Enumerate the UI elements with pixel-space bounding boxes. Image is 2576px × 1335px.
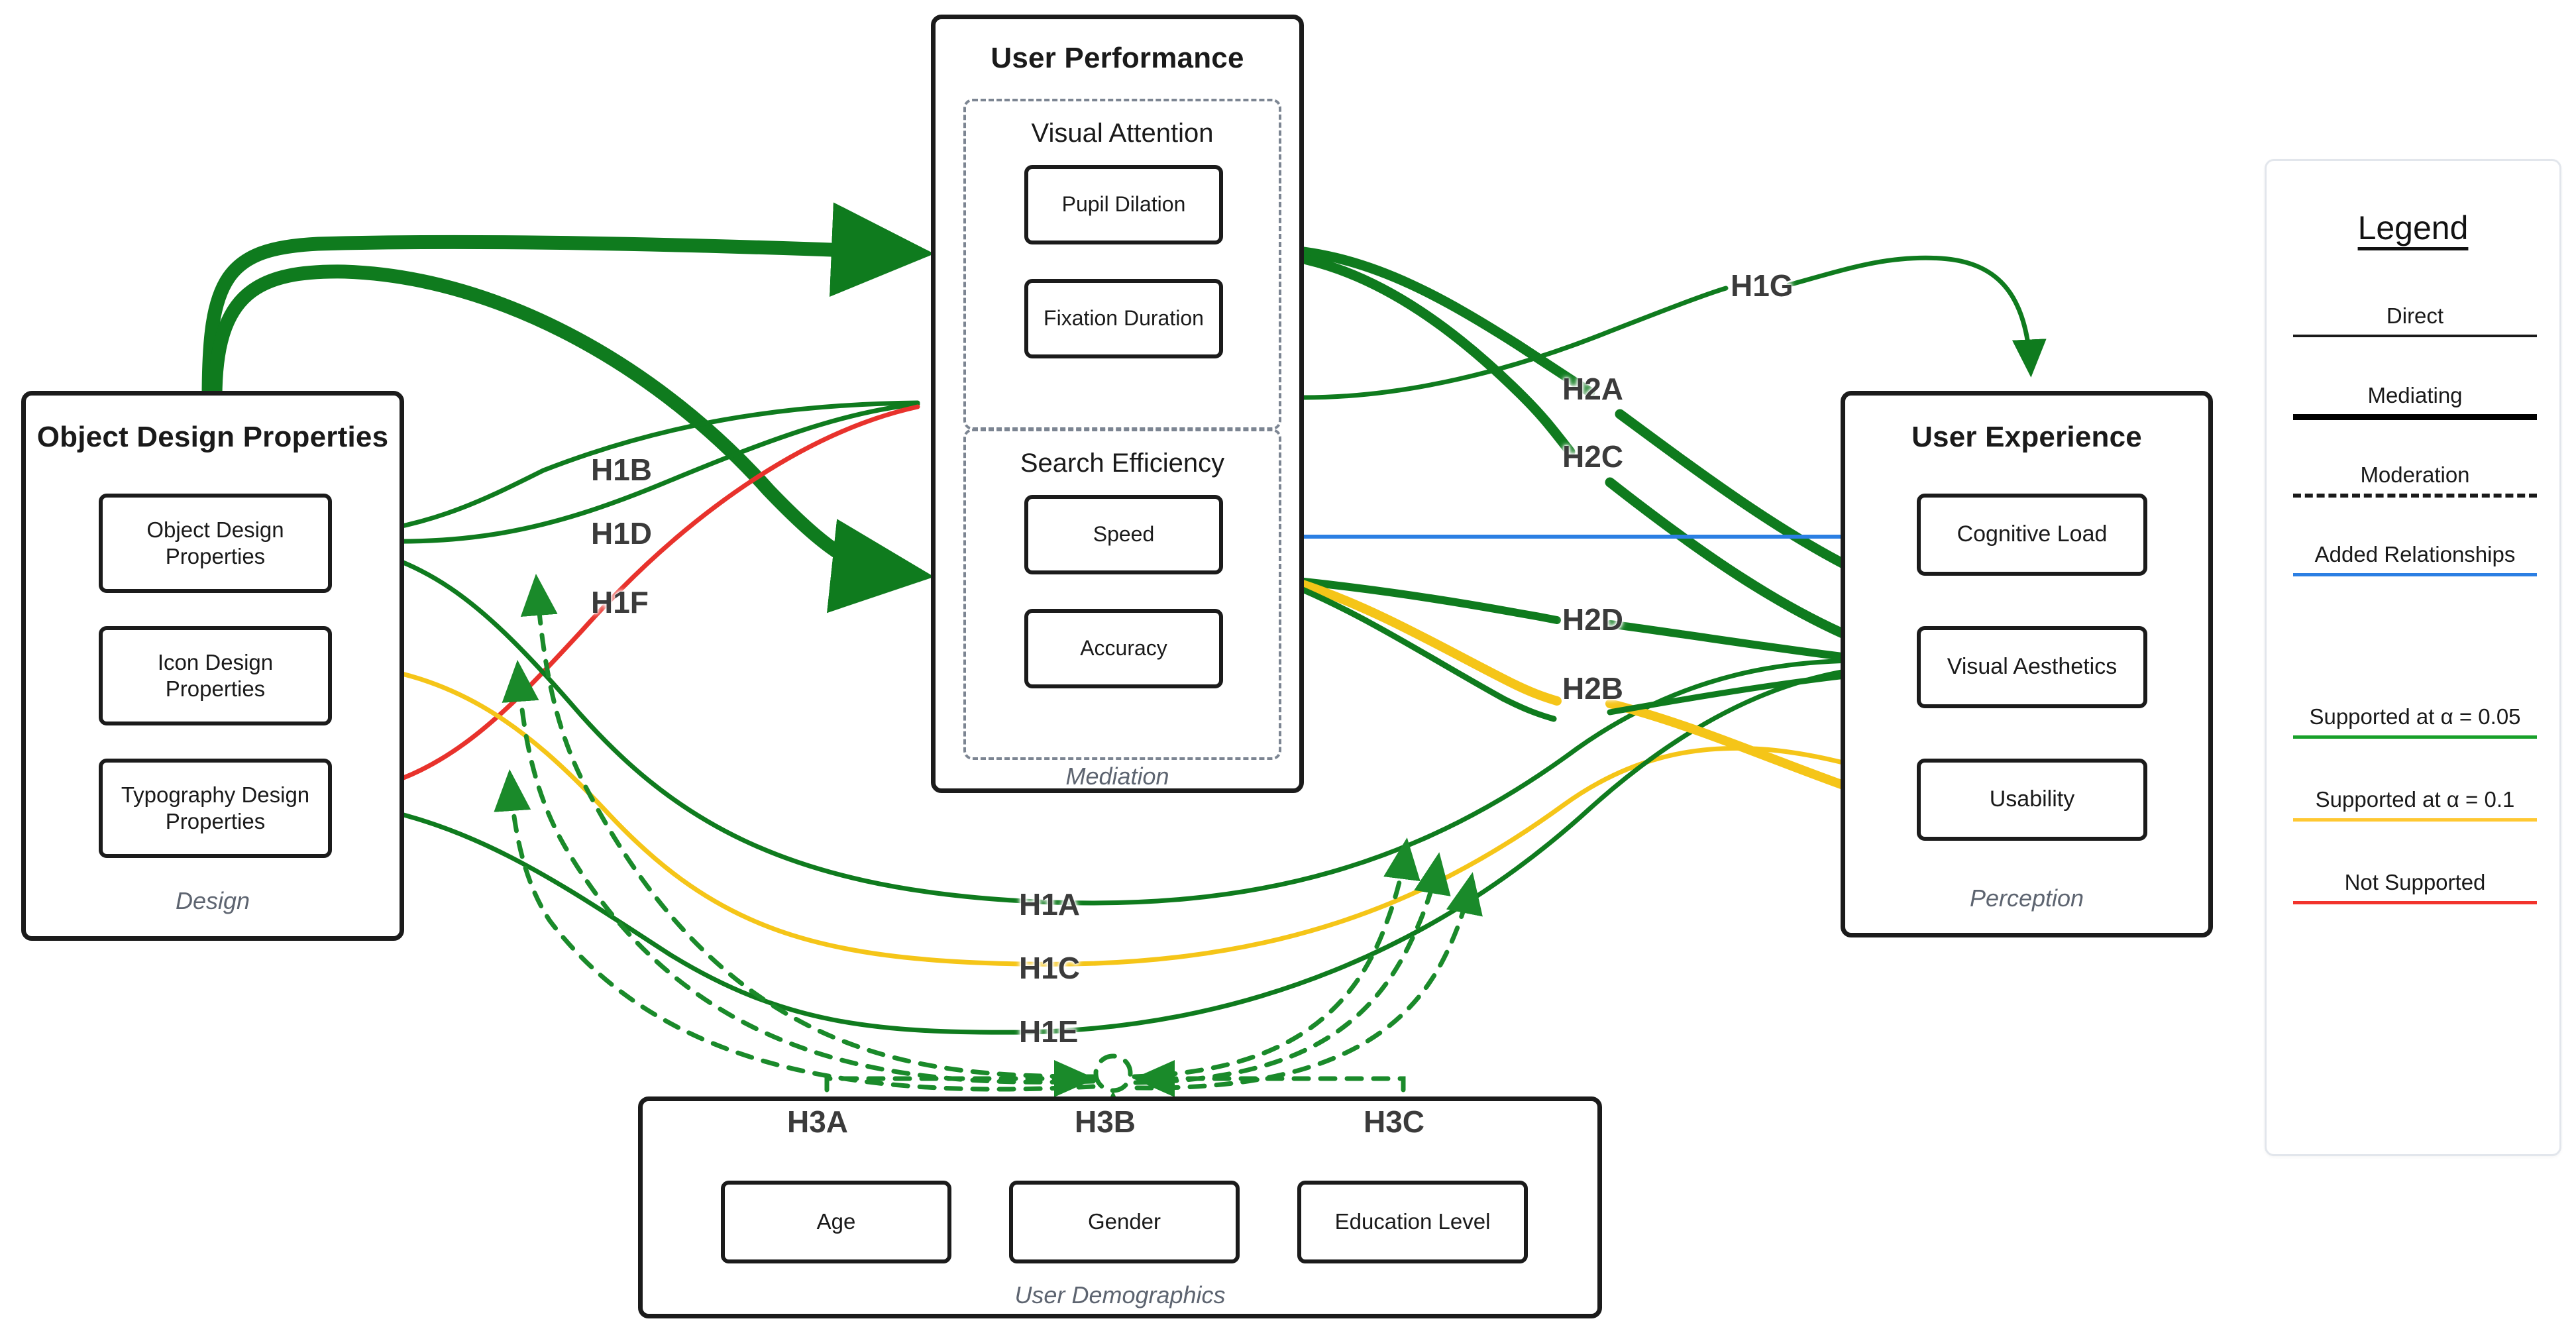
legend-swatch-added: [2293, 573, 2537, 576]
legend-item-not-supported: Not Supported: [2293, 870, 2537, 904]
node-accuracy[interactable]: Accuracy: [1024, 609, 1223, 688]
legend-item-label: Supported at α = 0.1: [2315, 787, 2515, 812]
hypothesis-label-h3a: H3A: [787, 1104, 849, 1139]
legend-title: Legend: [2357, 209, 2469, 246]
node-gender[interactable]: Gender: [1009, 1181, 1240, 1263]
hypothesis-label-h1b: H1B: [591, 453, 653, 487]
legend-item-supported-01: Supported at α = 0.1: [2293, 787, 2537, 822]
legend-panel: Legend Direct Mediating Moderation Added…: [2265, 159, 2561, 1156]
edge-mediating-design-to-visual-attention: [201, 202, 935, 405]
subgroup-visual-attention: Visual Attention Pupil Dilation Fixation…: [963, 99, 1281, 430]
node-label: Fixation Duration: [1044, 306, 1204, 331]
edge-moderation-left-3: [494, 769, 1096, 1092]
node-fixation-duration[interactable]: Fixation Duration: [1024, 279, 1223, 358]
node-cognitive-load[interactable]: Cognitive Load: [1917, 494, 2147, 576]
node-label: Visual Aesthetics: [1947, 654, 2118, 680]
node-visual-aesthetics[interactable]: Visual Aesthetics: [1917, 626, 2147, 708]
group-performance-title: User Performance: [991, 42, 1244, 74]
edge-moderation-right-2: [1133, 852, 1451, 1085]
group-experience-title: User Experience: [1911, 421, 2142, 453]
node-pupil-dilation[interactable]: Pupil Dilation: [1024, 165, 1223, 244]
node-label: Cognitive Load: [1957, 521, 2108, 547]
node-label: Pupil Dilation: [1061, 192, 1186, 217]
moderation-hub: [1093, 1053, 1133, 1093]
edge-h2a-head: [1299, 246, 1595, 398]
hypothesis-label-h1e: H1E: [1019, 1014, 1079, 1049]
node-label: Speed: [1093, 522, 1155, 547]
hypothesis-label-h1c: H1C: [1019, 951, 1081, 985]
node-label: Education Level: [1334, 1209, 1491, 1234]
node-label: Gender: [1087, 1209, 1161, 1234]
legend-item-moderation: Moderation: [2293, 462, 2537, 498]
hypothesis-label-h2d: H2D: [1562, 602, 1624, 637]
edge-h2c-head: [1301, 254, 1576, 457]
legend-item-label: Direct: [2386, 303, 2444, 328]
hypothesis-label-h1a: H1A: [1019, 887, 1081, 922]
node-education-level[interactable]: Education Level: [1297, 1181, 1528, 1263]
legend-swatch-moderation: [2293, 494, 2537, 498]
subgroup-search-efficiency-title: Search Efficiency: [1020, 449, 1225, 478]
legend-swatch-direct: [2293, 335, 2537, 337]
legend-item-supported-005: Supported at α = 0.05: [2293, 704, 2537, 739]
legend-item-label: Added Relationships: [2314, 542, 2516, 566]
edge-h1g-head: [1301, 286, 1729, 400]
edge-moderation-right-1: [1132, 837, 1421, 1079]
group-performance-subtitle: Mediation: [1065, 763, 1169, 790]
group-user-performance: User Performance Visual Attention Pupil …: [931, 15, 1304, 793]
hypothesis-label-h2a: H2A: [1562, 372, 1624, 406]
node-label: Usability: [1989, 786, 2075, 812]
edge-h2b-head: [1298, 580, 1562, 706]
legend-item-label: Mediating: [2367, 383, 2463, 407]
group-design-title: Object Design Properties: [36, 421, 389, 453]
edge-h2b-green-head: [1299, 586, 1557, 722]
node-usability[interactable]: Usability: [1917, 759, 2147, 841]
group-user-experience: User Experience Cognitive Load Visual Ae…: [1841, 391, 2213, 937]
hypothesis-label-h1f: H1F: [591, 585, 649, 619]
edge-h2d-head: [1300, 578, 1561, 624]
hypothesis-label-h1d: H1D: [591, 516, 653, 551]
edge-h1g-tail: [1786, 255, 2047, 378]
legend-swatch-supported-005: [2293, 735, 2537, 739]
legend-swatch-mediating: [2293, 414, 2537, 420]
hypothesis-label-h1g: H1G: [1731, 268, 1794, 303]
subgroup-visual-attention-title: Visual Attention: [1031, 119, 1214, 148]
legend-item-label: Moderation: [2360, 462, 2470, 487]
subgroup-search-efficiency: Search Efficiency Speed Accuracy: [963, 429, 1281, 760]
group-design-subtitle: Design: [175, 887, 250, 914]
legend-item-added-relationships: Added Relationships: [2293, 542, 2537, 576]
node-label: Accuracy: [1080, 636, 1167, 661]
node-label: Age: [816, 1209, 856, 1234]
hypothesis-label-h3b: H3B: [1075, 1104, 1136, 1139]
node-age[interactable]: Age: [721, 1181, 951, 1263]
legend-item-mediating: Mediating: [2293, 383, 2537, 420]
hypothesis-label-h2c: H2C: [1562, 439, 1624, 474]
group-user-demographics: Age Gender Education Level User Demograp…: [638, 1096, 1602, 1318]
group-demographics-subtitle: User Demographics: [1014, 1281, 1226, 1308]
legend-swatch-not-supported: [2293, 901, 2537, 904]
legend-item-label: Supported at α = 0.05: [2309, 704, 2521, 729]
legend-item-label: Not Supported: [2344, 870, 2486, 894]
node-speed[interactable]: Speed: [1024, 495, 1223, 574]
legend-swatch-supported-01: [2293, 818, 2537, 822]
edge-moderation-right-3: [1134, 872, 1483, 1091]
group-experience-subtitle: Perception: [1969, 884, 2084, 912]
hypothesis-label-h2b: H2B: [1562, 671, 1624, 706]
legend-item-direct: Direct: [2293, 303, 2537, 337]
hypothesis-label-h3c: H3C: [1364, 1104, 1425, 1139]
